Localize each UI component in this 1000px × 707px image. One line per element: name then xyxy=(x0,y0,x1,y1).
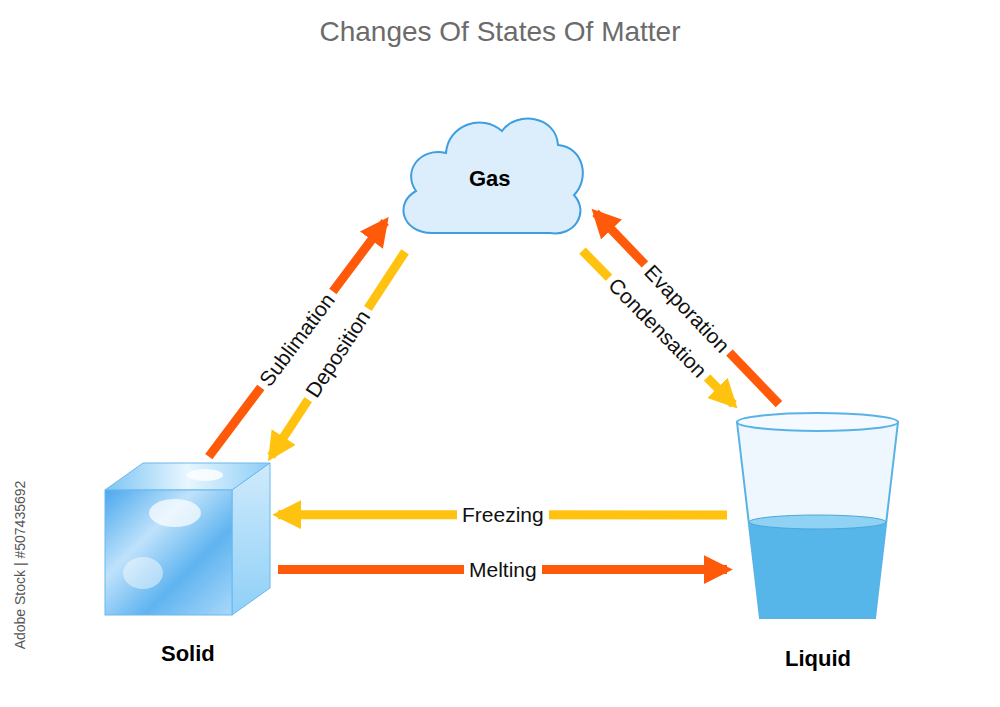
state-name: Gas xyxy=(469,166,511,192)
watermark-text: Adobe Stock | #507435692 xyxy=(12,481,28,650)
gas-cloud: Gas xyxy=(390,105,590,245)
state-name: Liquid xyxy=(785,646,851,672)
glass-of-water xyxy=(735,410,900,620)
diagram-title: Changes Of States Of Matter xyxy=(0,16,1000,48)
transition-arrow xyxy=(596,213,779,404)
solid-cube: Solid xyxy=(105,463,270,615)
ice-cube xyxy=(105,463,270,615)
transition-label: Melting xyxy=(464,557,542,582)
transition-label: Freezing xyxy=(457,502,549,527)
state-name: Solid xyxy=(161,641,215,667)
liquid-glass: Liquid xyxy=(735,410,900,620)
